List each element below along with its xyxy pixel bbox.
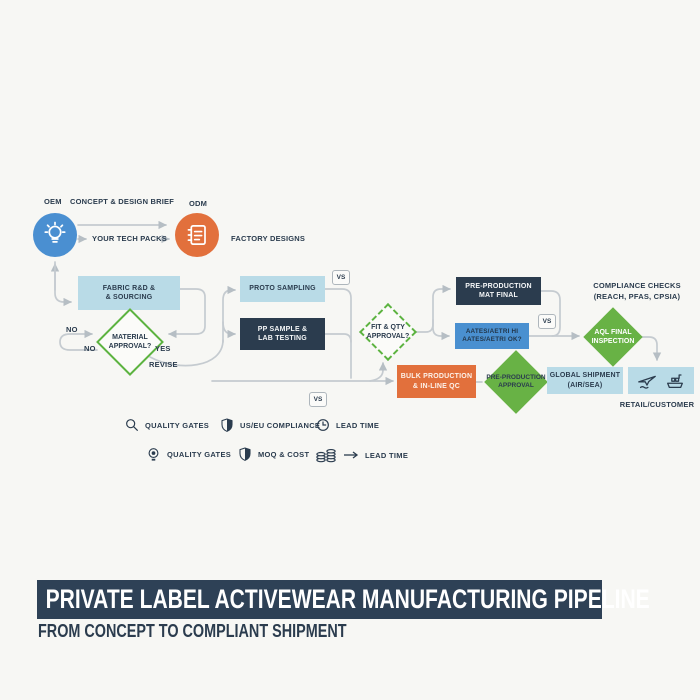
arrow-icon [344,451,360,459]
decision-aql-inspection: AQL FINAL INSPECTION [583,307,643,367]
vs-badge-proto: VS [332,270,350,285]
oem-label: OEM [44,197,62,206]
legend-lead-time-2: LEAD TIME [313,445,408,465]
node-lab-certs: AATES/AETRI HI AATES/AETRI OK? [455,323,529,349]
retail-customer-label: RETAIL/CUSTOMER [619,400,695,409]
shipment-modes-box [628,367,694,394]
compliance-checks-label: COMPLIANCE CHECKS (REACH, PFAS, CPSIA) [593,281,681,301]
legend-label: QUALITY GATES [167,450,232,459]
node-fabric-rd: FABRIC R&D & & SOURCING [78,276,180,310]
clock-icon [315,417,331,433]
brief-heading: CONCEPT & DESIGN BRIEF [70,197,174,206]
node-global-shipment: GLOBAL SHIPMENT (AIR/SEA) [547,367,623,394]
legend-us-eu-compliance: US/EU COMPLIANCE [219,417,320,433]
magnifier-icon [124,417,140,433]
legend-quality-gates-1: QUALITY GATES [124,417,209,433]
title-banner: PRIVATE LABEL ACTIVEWEAR MANUFACTURING P… [37,580,650,619]
cargo-ship-icon [664,360,686,400]
notebook-icon [181,219,213,251]
branch-revise: REVISE [149,360,178,369]
factory-designs-label: FACTORY DESIGNS [231,234,306,243]
legend-label: LEAD TIME [336,420,380,430]
legend-quality-gates-2: QUALITY GATES [145,446,231,463]
branch-no-bottom: NO [84,344,96,353]
branch-no-top: NO [66,325,78,334]
legend-label: US/EU COMPLIANCE [240,420,321,430]
branch-yes: YES [155,344,171,353]
tech-packs-label: YOUR TECH PACKS [92,234,167,243]
oem-node [33,213,77,257]
node-proto-sampling: PROTO SAMPLING [240,276,325,302]
vs-badge-bulk: VS [309,392,327,407]
coins-icon [313,445,339,465]
odm-label: ODM [189,199,208,208]
node-bulk-production: BULK PRODUCTION & IN-LINE QC [397,365,476,398]
airplane-icon [636,360,658,400]
decision-material-approval: MATERIAL APPROVAL? [96,308,164,376]
medal-icon [145,446,162,463]
page-subtitle: FROM CONCEPT TO COMPLIANT SHIPMENT [38,621,347,641]
node-pre-production-material: PRE-PRODUCTION MAT FINAL [456,277,541,305]
node-pp-sample: PP SAMPLE & LAB TESTING [240,318,325,350]
legend-label: MOQ & COST [258,449,310,459]
legend-moq-cost: MOQ & COST [237,446,309,462]
legend-label: LEAD TIME [365,450,409,460]
legend-label: QUALITY GATES [145,420,210,430]
shield-icon [237,446,253,462]
legend-lead-time-1: LEAD TIME [315,417,379,433]
lightbulb-icon [39,219,71,251]
shield-icon [219,417,235,433]
page-title: PRIVATE LABEL ACTIVEWEAR MANUFACTURING P… [45,584,650,614]
decision-pre-production-approval: PRE-PRODUCTION APPROVAL [484,350,548,414]
odm-node [175,213,219,257]
vs-badge-preproduction: VS [538,314,556,329]
decision-fit-qty-approval: FIT & QTY APPROVAL? [359,303,417,361]
